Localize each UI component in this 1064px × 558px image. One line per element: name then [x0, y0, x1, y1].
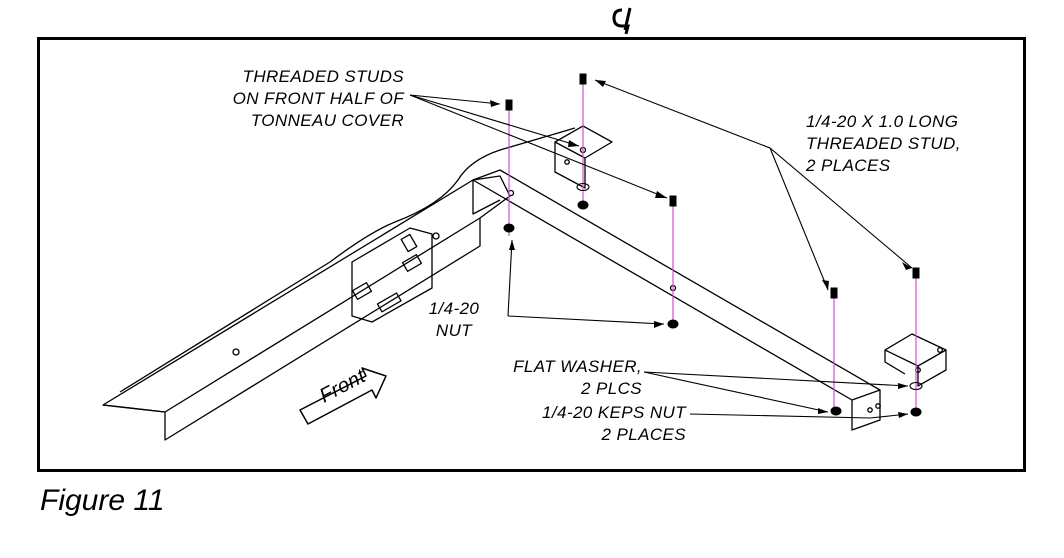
clipped-heading-fragment [608, 4, 668, 34]
clamp-bracket [351, 227, 433, 323]
upper-bracket [554, 125, 613, 159]
nut-callout: 1/4-20 NUT [428, 299, 480, 340]
long-stud-callout: 1/4-20 X 1.0 LONG THREADED STUD, 2 PLACE… [806, 112, 961, 175]
front-arrow-outline [299, 367, 387, 425]
flat-washer-callout: FLAT WASHER, 2 PLCS [513, 357, 642, 398]
drawing-frame [37, 37, 1026, 472]
side-rail [102, 175, 511, 413]
threaded-studs-callout: THREADED STUDS ON FRONT HALF OF TONNEAU … [232, 67, 404, 130]
rail-contour [119, 127, 576, 393]
keps-nut-callout: 1/4-20 KEPS NUT 2 PLACES [542, 403, 686, 444]
figure-caption: Figure 11 [40, 484, 165, 517]
